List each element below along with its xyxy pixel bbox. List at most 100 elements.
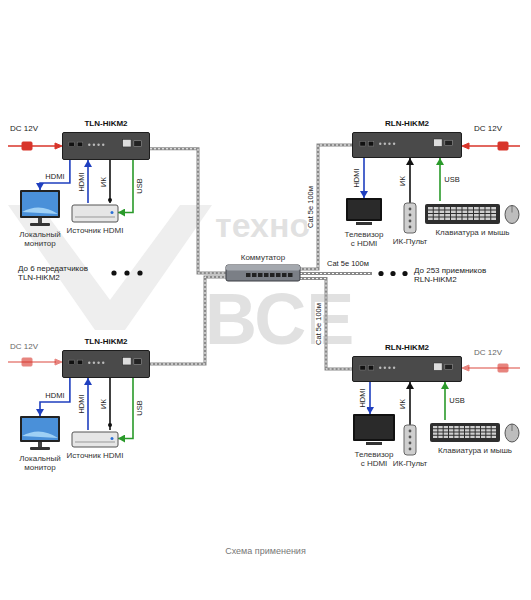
decor-rect bbox=[445, 214, 450, 217]
decor-circle bbox=[137, 270, 142, 275]
decor-circle bbox=[88, 143, 90, 145]
decor-rect bbox=[77, 360, 83, 365]
decor-rect bbox=[474, 214, 479, 217]
connector-line bbox=[118, 378, 133, 439]
decor-rect bbox=[463, 211, 468, 214]
decor-ellipse bbox=[505, 424, 519, 442]
decor-circle bbox=[384, 143, 386, 145]
signal-connector bbox=[110, 378, 111, 430]
connector-label: Cat 5e 100м bbox=[315, 302, 323, 346]
decor-rect bbox=[468, 218, 473, 221]
cable-line bbox=[150, 149, 226, 273]
decor-circle bbox=[97, 143, 99, 145]
decor-circle bbox=[409, 220, 412, 223]
connector-line bbox=[40, 160, 70, 190]
decor-rect bbox=[486, 211, 491, 214]
signal-connector bbox=[88, 160, 89, 203]
connector-label: Cat 5e 100м bbox=[307, 185, 315, 229]
signal-connector bbox=[40, 160, 70, 190]
connector-label: HDMI bbox=[44, 392, 65, 400]
decor-rect bbox=[438, 433, 442, 435]
decor-line bbox=[75, 442, 115, 443]
decor-circle bbox=[111, 437, 114, 440]
decor-rect bbox=[440, 214, 445, 217]
connector-label: USB bbox=[448, 397, 465, 405]
decor-circle bbox=[102, 143, 104, 145]
decor-rect bbox=[486, 214, 491, 217]
connector-line bbox=[87, 160, 89, 203]
device-icon bbox=[346, 198, 382, 226]
network-cable bbox=[150, 149, 226, 273]
connector-label: HDMI bbox=[44, 173, 65, 181]
decor-circle bbox=[409, 448, 412, 451]
extender-unit: TLN-HiKM2 bbox=[62, 350, 150, 378]
decor-rect bbox=[486, 218, 491, 221]
decor-rect bbox=[356, 222, 372, 225]
decor-rect bbox=[20, 416, 60, 442]
decor-rect bbox=[434, 211, 439, 214]
decor-rect bbox=[433, 426, 437, 428]
decor-polygon bbox=[55, 143, 62, 149]
decor-rect bbox=[460, 429, 464, 431]
decor-rect bbox=[428, 214, 433, 217]
decor-circle bbox=[388, 143, 390, 145]
decor-rect bbox=[460, 433, 464, 435]
decor-rect bbox=[425, 204, 500, 224]
connector-label: USB bbox=[443, 175, 460, 183]
decor-rect bbox=[444, 436, 448, 438]
decor-rect bbox=[438, 436, 442, 438]
decor-rect bbox=[440, 218, 445, 221]
decor-rect bbox=[246, 273, 251, 277]
decor-rect bbox=[368, 141, 374, 146]
decor-rect bbox=[38, 442, 42, 447]
decor-circle bbox=[102, 361, 104, 363]
signal-connector bbox=[40, 378, 70, 416]
decor-rect bbox=[454, 426, 458, 428]
decor-rect bbox=[282, 273, 287, 277]
device-icon bbox=[20, 416, 60, 450]
decor-rect bbox=[457, 207, 462, 210]
device-icon bbox=[353, 414, 395, 446]
decor-rect bbox=[465, 433, 469, 435]
peripheral-device: Источник HDMI bbox=[72, 430, 118, 447]
decor-rect bbox=[451, 214, 456, 217]
decor-rect bbox=[433, 436, 437, 438]
decor-rect bbox=[438, 426, 442, 428]
decor-line bbox=[468, 145, 520, 147]
decor-rect bbox=[480, 211, 485, 214]
decor-rect bbox=[492, 426, 496, 428]
decor-circle bbox=[93, 361, 95, 363]
decor-rect bbox=[465, 429, 469, 431]
decor-rect bbox=[476, 426, 480, 428]
decor-rect bbox=[468, 211, 473, 214]
decor-line bbox=[468, 367, 520, 369]
decor-circle bbox=[111, 270, 116, 275]
decor-rect bbox=[451, 211, 456, 214]
decor-rect bbox=[434, 218, 439, 221]
decor-rect bbox=[38, 218, 42, 223]
connector-label: HDMI bbox=[353, 167, 361, 188]
decor-path bbox=[22, 207, 58, 214]
decor-rect bbox=[449, 429, 453, 431]
device-title: TLN-HiKM2 bbox=[84, 337, 127, 346]
decor-rect bbox=[355, 416, 393, 439]
decor-rect bbox=[346, 198, 382, 221]
decor-rect bbox=[486, 436, 490, 438]
decor-rect bbox=[440, 207, 445, 210]
decor-circle bbox=[379, 367, 381, 369]
decor-rect bbox=[20, 190, 60, 218]
decor-circle bbox=[409, 436, 412, 439]
decor-rect bbox=[348, 200, 380, 219]
device-caption: Коммутатор bbox=[223, 253, 303, 262]
connector-label: HDMI bbox=[359, 387, 367, 408]
device-icon bbox=[353, 133, 461, 157]
decor-rect bbox=[69, 142, 75, 147]
signal-connector bbox=[370, 382, 371, 414]
device-caption: Источник HDMI bbox=[60, 226, 130, 235]
decor-rect bbox=[366, 442, 382, 445]
connector-label: USB bbox=[136, 400, 144, 417]
signal-connector bbox=[88, 378, 89, 430]
device-caption: Телевизор с HDMI bbox=[352, 450, 396, 468]
decor-rect bbox=[470, 429, 474, 431]
decor-rect bbox=[476, 433, 480, 435]
